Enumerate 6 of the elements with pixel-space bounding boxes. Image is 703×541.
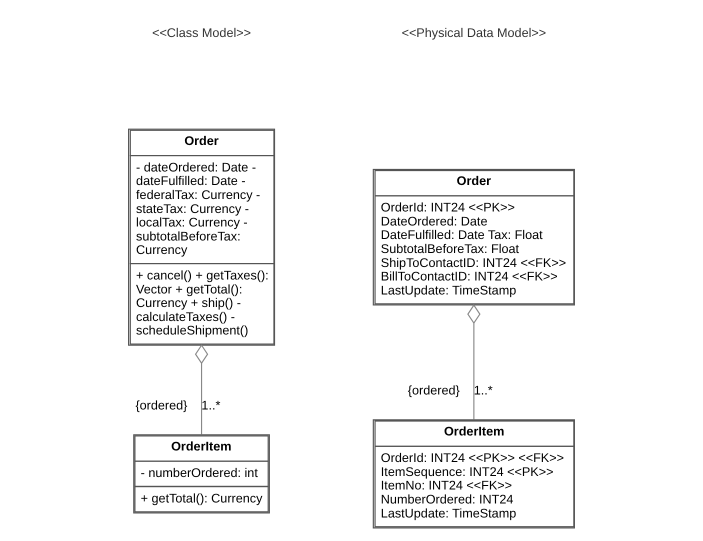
label: <<Class Model>>: [152, 26, 252, 40]
connector: [194, 344, 208, 434]
edge-label: {ordered} 1..*: [408, 384, 493, 398]
label: <<Physical Data Model>>: [402, 26, 546, 40]
edge-label: {ordered} 1..*: [135, 398, 220, 412]
connector: [467, 304, 481, 420]
